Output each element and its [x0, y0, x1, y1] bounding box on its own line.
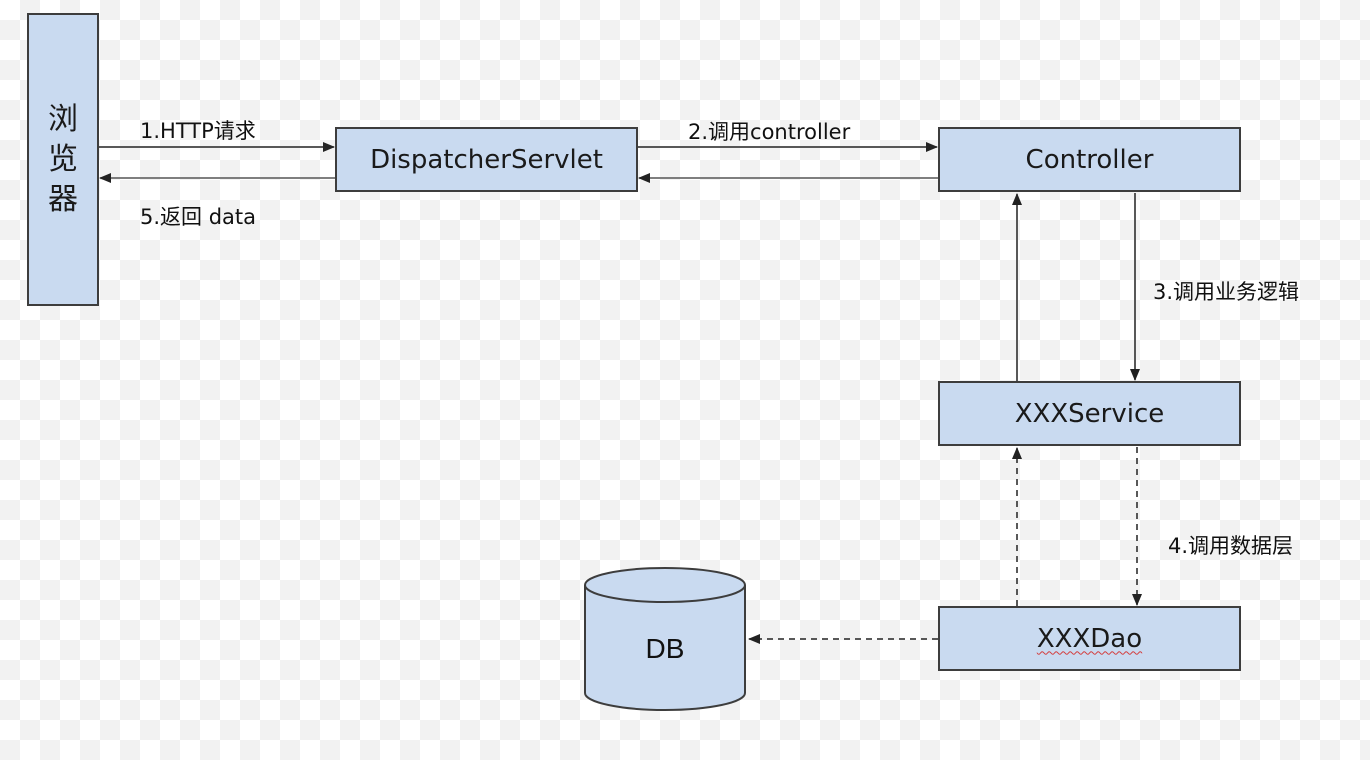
dao-node: XXXDao [938, 606, 1241, 671]
db-cylinder-icon [584, 567, 746, 711]
browser-char-2: 览 [48, 141, 78, 177]
edge-label-call-business: 3.调用业务逻辑 [1153, 280, 1300, 304]
browser-node: 浏 览 器 [27, 13, 99, 306]
edge-label-http-request: 1.HTTP请求 [140, 119, 256, 143]
edge-label-call-controller: 2.调用controller [688, 120, 851, 144]
service-node: XXXService [938, 381, 1241, 446]
edge-label-call-data-layer: 4.调用数据层 [1168, 534, 1294, 558]
dispatcher-servlet-label: DispatcherServlet [370, 144, 603, 175]
dispatcher-servlet-node: DispatcherServlet [335, 127, 638, 192]
db-label: DB [645, 633, 685, 664]
controller-label: Controller [1025, 144, 1154, 175]
browser-char-3: 器 [48, 181, 78, 217]
service-label: XXXService [1014, 398, 1165, 429]
browser-char-1: 浏 [48, 101, 78, 137]
edge-label-return-data: 5.返回 data [140, 205, 257, 229]
dao-label: XXXDao [1036, 623, 1143, 654]
controller-node: Controller [938, 127, 1241, 192]
